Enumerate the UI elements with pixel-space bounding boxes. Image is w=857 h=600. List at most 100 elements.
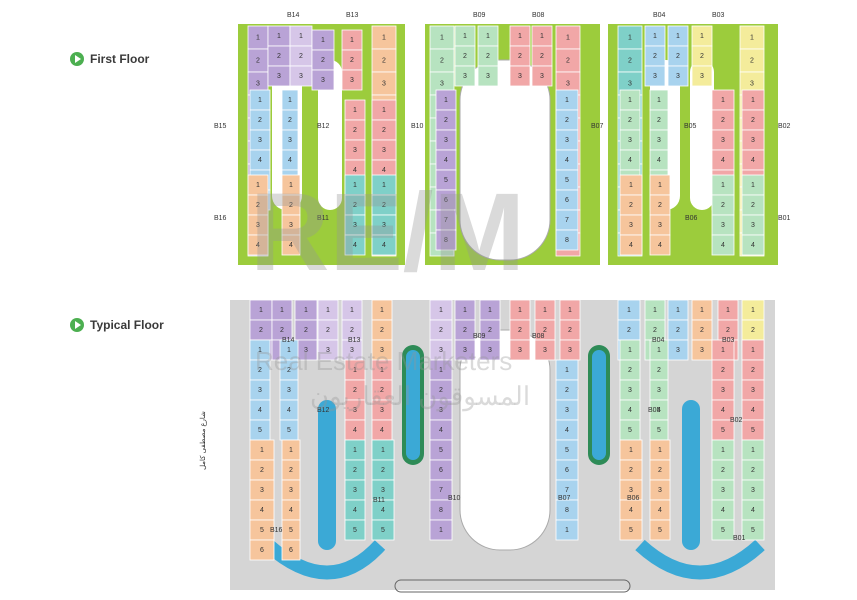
unit-number: 3: [721, 487, 725, 494]
unit-number: 1: [350, 307, 354, 314]
unit-number: 1: [289, 182, 293, 189]
block-label: B06: [627, 495, 640, 502]
unit-number: 3: [287, 387, 291, 394]
unit-number: 1: [629, 182, 633, 189]
unit: [711, 519, 735, 541]
courtyard: [318, 60, 342, 210]
watermark-line2: المسوقون العقاريون: [310, 381, 530, 412]
typical-floor-label: Typical Floor: [70, 318, 164, 332]
block-label: B12: [317, 407, 330, 414]
pool-water: [318, 400, 336, 550]
unit-number: 4: [721, 407, 725, 414]
unit: [281, 539, 301, 561]
unit-number: 1: [326, 307, 330, 314]
unit-number: 2: [350, 57, 354, 64]
unit-number: 3: [381, 487, 385, 494]
unit-number: 3: [657, 387, 661, 394]
typical-floor-title: Typical Floor: [90, 318, 164, 332]
unit-number: 7: [439, 487, 443, 494]
unit: [477, 65, 499, 87]
unit: [311, 69, 335, 91]
courtyard: [690, 60, 714, 210]
unit-number: 1: [488, 307, 492, 314]
block-label: B12: [317, 123, 330, 130]
unit-number: 2: [751, 367, 755, 374]
unit-number: 4: [565, 427, 569, 434]
unit-number: 2: [721, 467, 725, 474]
unit-number: 2: [277, 53, 281, 60]
unit-number: 1: [657, 347, 661, 354]
unit-number: 3: [256, 222, 260, 229]
unit-number: 2: [353, 202, 357, 209]
unit-number: 8: [565, 237, 569, 244]
pool-water: [682, 400, 700, 550]
unit-number: 2: [628, 117, 632, 124]
unit-number: 4: [751, 507, 755, 514]
unit-number: 1: [628, 97, 632, 104]
unit-number: 2: [658, 467, 662, 474]
unit-number: 2: [751, 467, 755, 474]
unit-number: 2: [568, 327, 572, 334]
unit-number: 3: [750, 81, 754, 88]
unit-number: 3: [258, 387, 262, 394]
unit-number: 3: [751, 137, 755, 144]
unit: [509, 65, 531, 87]
block-label: B09: [473, 12, 486, 19]
unit-number: 7: [444, 217, 448, 224]
unit: [479, 339, 501, 361]
unit-number: 5: [565, 447, 569, 454]
block-label: B05: [684, 123, 697, 130]
unit-number: 4: [629, 507, 633, 514]
unit-number: 1: [277, 33, 281, 40]
block-label: B10: [448, 495, 461, 502]
unit-number: 5: [439, 447, 443, 454]
unit-number: 2: [751, 327, 755, 334]
unit-number: 1: [721, 447, 725, 454]
unit-number: 3: [543, 347, 547, 354]
unit-number: 2: [721, 367, 725, 374]
unit-number: 2: [721, 202, 725, 209]
unit-number: 1: [627, 307, 631, 314]
unit-number: 5: [287, 427, 291, 434]
unit-number: 1: [518, 307, 522, 314]
walkway: [394, 579, 631, 593]
unit-number: 7: [565, 217, 569, 224]
first-floor-label: First Floor: [70, 52, 149, 66]
unit-number: 1: [676, 307, 680, 314]
unit: [249, 539, 275, 561]
unit-number: 3: [628, 387, 632, 394]
unit-number: 1: [657, 97, 661, 104]
unit-number: 1: [382, 107, 386, 114]
block-label: B11: [317, 215, 329, 222]
unit: [344, 234, 366, 256]
unit-number: 2: [439, 327, 443, 334]
unit-number: 3: [256, 81, 260, 88]
unit-number: 1: [260, 447, 264, 454]
unit-number: 3: [518, 73, 522, 80]
unit: [691, 65, 713, 87]
unit-number: 1: [259, 307, 263, 314]
unit-number: 3: [326, 347, 330, 354]
unit-number: 5: [628, 427, 632, 434]
unit-number: 1: [568, 307, 572, 314]
unit-number: 4: [439, 427, 443, 434]
unit-number: 3: [289, 222, 293, 229]
unit-number: 1: [658, 182, 662, 189]
unit-number: 4: [289, 507, 293, 514]
unit-number: 2: [321, 57, 325, 64]
unit-number: 3: [721, 387, 725, 394]
unit-number: 1: [721, 182, 725, 189]
unit-number: 1: [721, 97, 725, 104]
block-label: B03: [722, 337, 735, 344]
unit: [741, 234, 765, 256]
unit: [435, 229, 457, 251]
unit-number: 2: [700, 53, 704, 60]
unit-number: 1: [540, 33, 544, 40]
unit: [619, 234, 643, 256]
unit-number: 5: [353, 527, 357, 534]
unit-number: 2: [657, 367, 661, 374]
lagoon: [635, 539, 765, 580]
unit-number: 5: [444, 177, 448, 184]
unit-number: 4: [657, 407, 661, 414]
block-label: B04: [652, 337, 665, 344]
